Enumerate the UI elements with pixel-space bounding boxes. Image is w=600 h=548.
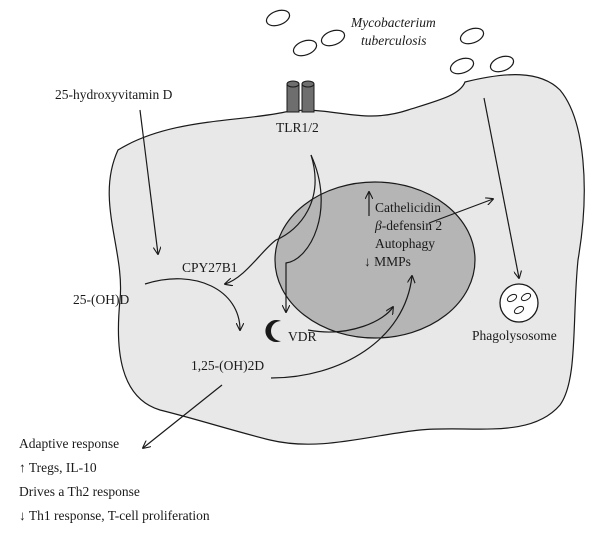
precursor-label: 25-hydroxyvitamin D bbox=[55, 87, 173, 102]
bacterium-icon bbox=[265, 9, 291, 27]
vdr-icon bbox=[265, 319, 281, 343]
adaptive-line2: ↑ Tregs, IL-10 bbox=[19, 460, 97, 475]
phagolysosome-label: Phagolysosome bbox=[472, 328, 557, 343]
pathogen-label-line2: tuberculosis bbox=[361, 33, 427, 48]
arrow-tlr-to-antimicrobials bbox=[428, 199, 493, 224]
cathelicidin-label: Cathelicidin bbox=[375, 200, 441, 215]
adaptive-line4: ↓ Th1 response, T-cell proliferation bbox=[19, 508, 210, 523]
bacterium-icon bbox=[292, 39, 318, 57]
arrow-active-to-nucleus bbox=[270, 276, 412, 379]
arrow-bacteria-to-phagolysosome bbox=[483, 97, 519, 278]
bacterium-icon bbox=[449, 57, 475, 75]
vdr-label: VDR bbox=[288, 329, 317, 344]
bacterium-icon bbox=[459, 27, 485, 45]
defensin-label: β-defensin 2 bbox=[374, 218, 442, 233]
receptor-label: TLR1/2 bbox=[276, 120, 319, 135]
adaptive-line1: Adaptive response bbox=[19, 436, 119, 451]
bacterium-icon bbox=[489, 55, 515, 73]
nucleus bbox=[274, 181, 476, 339]
arrow-tlr-to-vdr bbox=[286, 154, 322, 312]
bacterium-icon bbox=[320, 29, 346, 47]
arrow-tlr-to-enzyme bbox=[225, 154, 316, 284]
active-metabolite-label: 1,25-(OH)2D bbox=[191, 358, 264, 373]
mycobacteria-group bbox=[265, 9, 515, 75]
autophagy-label: Autophagy bbox=[375, 236, 435, 251]
enzyme-label: CPY27B1 bbox=[182, 260, 238, 275]
adaptive-line3: Drives a Th2 response bbox=[19, 484, 140, 499]
beta-symbol: β bbox=[374, 218, 382, 233]
arrow-vdr-to-nucleus bbox=[307, 307, 393, 333]
phagolysosome-icon bbox=[499, 283, 539, 323]
inactive-metabolite-label: 25-(OH)D bbox=[73, 292, 129, 307]
defensin-text: -defensin 2 bbox=[382, 218, 442, 233]
tlr-receptor-icon bbox=[286, 80, 315, 113]
arrow-active-to-adaptive bbox=[143, 384, 223, 448]
arrows bbox=[139, 97, 519, 448]
arrow-precursor-to-25ohd bbox=[139, 109, 158, 254]
arrow-conversion-25ohd-to-active bbox=[144, 278, 240, 330]
mmps-label: ↓ MMPs bbox=[364, 254, 411, 269]
pathogen-label-line1: Mycobacterium bbox=[350, 15, 436, 30]
